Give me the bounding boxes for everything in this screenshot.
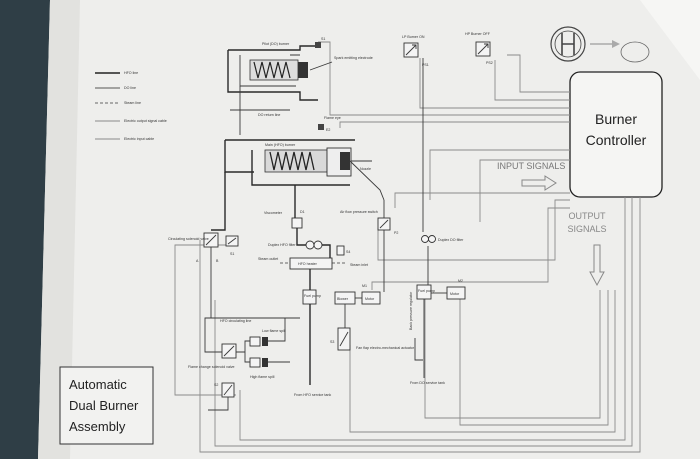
- hfo-circulating-line-label: HFO circulating line: [220, 319, 251, 323]
- port-a-label: A: [196, 259, 199, 263]
- low-flame-spill-label: Low flame spill: [262, 329, 286, 333]
- legend-item-do-line: DO line: [124, 86, 136, 90]
- do-fuel-pump-label: Fuel pump: [418, 289, 435, 293]
- s4-label: S4: [346, 250, 350, 254]
- legend-item-steam-line: Steam line: [124, 101, 141, 105]
- duplex-hfo-filter-label: Duplex HFO filter: [268, 243, 296, 247]
- from-do-tank-label: From DO service tank: [410, 381, 445, 385]
- controller-label-2: Controller: [586, 132, 647, 148]
- m1-label: M1: [362, 284, 367, 288]
- signal-cables: [174, 41, 641, 453]
- title-line-1: Automatic: [69, 377, 127, 392]
- title-line-3: Assembly: [69, 419, 126, 434]
- legend-item-input-cable: Electric input cable: [124, 137, 154, 141]
- controller-label-1: Burner: [595, 111, 637, 127]
- input-arrow-icon: [521, 175, 557, 191]
- flame-change-valve: Low flame spill High flame spill Flame c…: [188, 329, 286, 398]
- title-box: Automatic Dual Burner Assembly: [59, 366, 154, 445]
- duplex-do-filter: Duplex DO filter: [421, 235, 464, 243]
- high-flame-spill-label: High flame spill: [250, 375, 275, 379]
- main-burner-label: Main (HFO) burner: [265, 143, 296, 147]
- d1-label: D1: [300, 210, 305, 214]
- hfo-fuel-pump-label: Fuel pump: [304, 294, 321, 298]
- pressure-switch-ps1: LP Burner ON PS1: [402, 35, 429, 67]
- blower-label: Blower: [337, 297, 349, 301]
- steam-inlet-label: Steam inlet: [350, 263, 368, 267]
- fan-flap-actuator-label: Fan flap electro-mechanical actuator: [356, 346, 415, 350]
- blower-motor-m1: Blower Motor M1: [334, 284, 381, 305]
- from-hfo-tank-label: From HFO service tank: [294, 393, 331, 397]
- viscometer-label: Viscometer: [264, 211, 283, 215]
- flame-eye-label: Flame eye: [324, 116, 341, 120]
- s2-label: S2: [214, 383, 218, 387]
- m2-label: M2: [458, 279, 463, 283]
- legend-item-hfo-line: HFO line: [124, 71, 138, 75]
- logo-seal: [550, 26, 650, 63]
- fuel-pipework: [204, 54, 429, 411]
- p2-label: P2: [394, 231, 398, 235]
- air-flow-switch-label-1: Air flow pressure switch: [340, 210, 378, 214]
- pilot-burner: Pilot (DO) burner S1 Spark emitting elec…: [227, 37, 373, 101]
- output-signals-label-2: SIGNALS: [567, 224, 606, 234]
- hfo-heater: HFO heater Steam outlet S4 Steam inlet: [258, 245, 368, 270]
- flame-change-valve-label: Flame change solenoid valve: [188, 365, 235, 369]
- output-arrow-icon: [589, 244, 605, 287]
- steam-outlet-label: Steam outlet: [258, 257, 278, 261]
- ps1-label: PS1: [422, 63, 429, 67]
- hfo-heater-label: HFO heater: [298, 262, 318, 266]
- main-burner: Main (HFO) burner Nozzle: [224, 139, 372, 186]
- fan-flap-actuator: S3 Fan flap electro-mechanical actuator: [330, 327, 415, 351]
- do-return-line-label: DO return line: [258, 113, 280, 117]
- hp-burner-off-label: HP Burner OFF: [465, 32, 491, 36]
- input-signals-label: INPUT SIGNALS: [497, 161, 565, 171]
- back-pressure-regulator-label: Back pressure regulator: [409, 291, 413, 330]
- pilot-burner-label: Pilot (DO) burner: [262, 42, 290, 46]
- circulating-valve-label: Circulating solenoid valve: [168, 237, 209, 241]
- duplex-do-filter-label: Duplex DO filter: [438, 238, 464, 242]
- ps2-label: PS2: [486, 61, 493, 65]
- nozzle-label: Nozzle: [360, 167, 371, 171]
- circulating-solenoid-valve: Circulating solenoid valve A B S1: [168, 232, 239, 263]
- do-fuel-pump-motor-m2: Fuel pump Motor M2: [416, 279, 466, 300]
- flame-eye: Flame eye E2: [318, 116, 341, 132]
- s1-label: S1: [321, 37, 325, 41]
- pressure-switch-ps2: HP Burner OFF PS2: [465, 32, 493, 65]
- motor-m2-label: Motor: [450, 292, 460, 296]
- e2-label: E2: [326, 128, 330, 132]
- burner-controller: Burner Controller: [569, 71, 663, 198]
- s1b-label: S1: [230, 252, 234, 256]
- output-signals-label-1: OUTPUT: [569, 211, 607, 221]
- legend: HFO line DO line Steam line Electric out…: [95, 71, 167, 141]
- legend-item-output-cable: Electric output signal cable: [124, 119, 167, 123]
- motor-m1-label: Motor: [365, 297, 375, 301]
- title-line-2: Dual Burner: [69, 398, 139, 413]
- port-b-label: B: [216, 259, 219, 263]
- spark-electrodes-label: Spark emitting electrode: [334, 56, 373, 60]
- lp-burner-on-label: LP Burner ON: [402, 35, 425, 39]
- s3-label: S3: [330, 340, 334, 344]
